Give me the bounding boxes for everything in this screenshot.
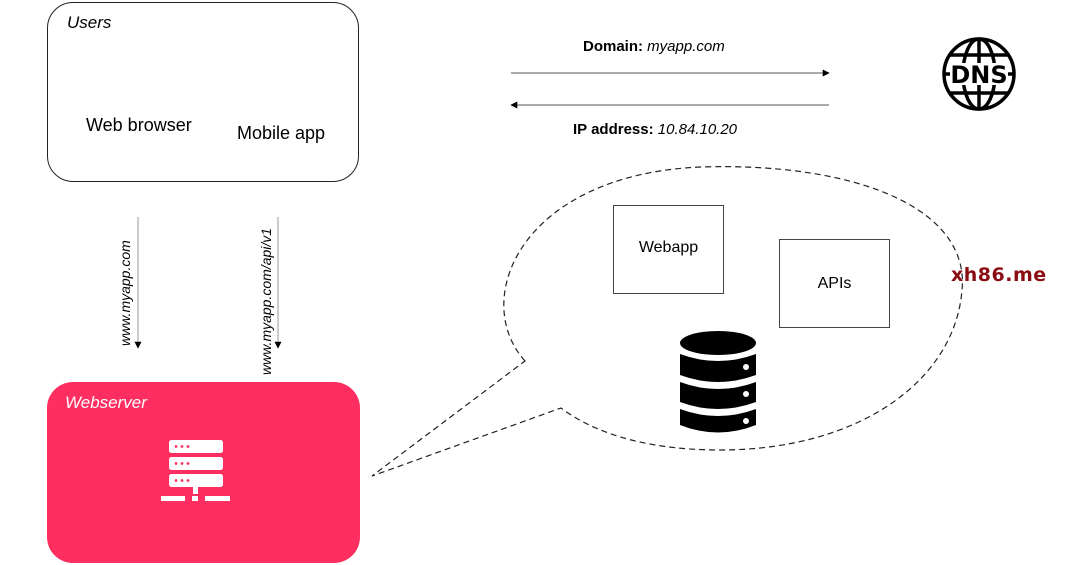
database-icon — [680, 331, 756, 433]
domain-label-key: Domain: — [583, 38, 643, 55]
ip-value: 10.84.10.20 — [657, 121, 738, 138]
watermark: xh86.me — [951, 264, 1047, 286]
apis-label: APIs — [817, 274, 852, 292]
mobile-app-label: Mobile app — [237, 123, 326, 143]
dns-globe-icon: DNS — [942, 37, 1016, 111]
dns-icon-text: DNS — [950, 61, 1007, 89]
webserver-box — [47, 382, 360, 563]
webapp-label: Webapp — [638, 238, 699, 256]
web-request-label: www.myapp.com — [117, 240, 133, 346]
ip-label-key: IP address: — [573, 121, 654, 138]
webapp-box: Webapp — [613, 205, 724, 294]
callout-bubble — [371, 166, 963, 477]
api-request-label: www.myapp.com/api/v1 — [258, 227, 274, 375]
web-browser-label: Web browser — [86, 115, 192, 135]
domain-value: myapp.com — [647, 38, 725, 55]
users-title: Users — [67, 13, 112, 32]
users-group-box — [47, 2, 359, 182]
ip-address-label: IP address: 10.84.10.20 — [573, 121, 737, 138]
domain-label: Domain: myapp.com — [583, 38, 725, 55]
webserver-title: Webserver — [65, 393, 147, 412]
server-rack-icon — [161, 440, 230, 501]
apis-box: APIs — [779, 239, 890, 328]
